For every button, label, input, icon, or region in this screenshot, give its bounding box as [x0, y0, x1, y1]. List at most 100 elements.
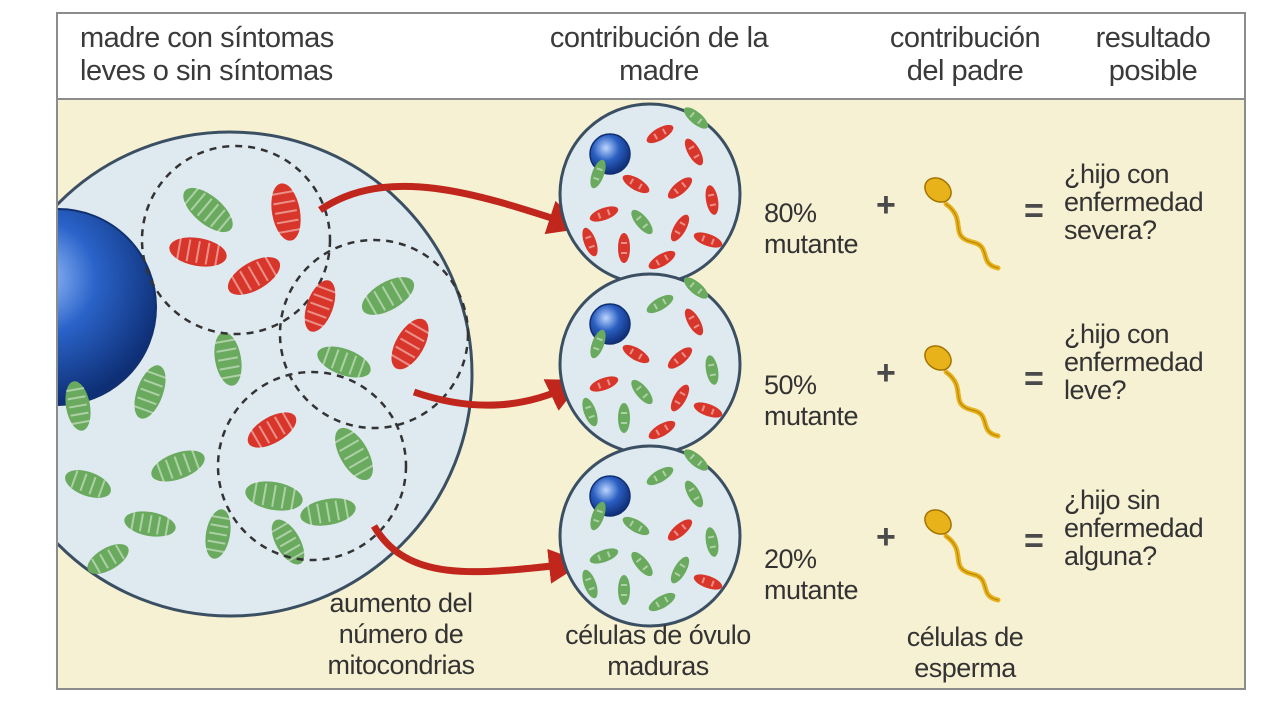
- normal-mitochondrion: [618, 403, 630, 433]
- normal-mitochondrion: [631, 379, 653, 405]
- mother-cell: [58, 130, 474, 618]
- normal-mitochondrion: [151, 449, 205, 483]
- cluster-mitochondria: [169, 183, 430, 526]
- normal-mitochondrion: [648, 592, 676, 612]
- outcome-mild: ¿hijo con enfermedad leve?: [1064, 319, 1204, 405]
- mutant-mitochondrion: [304, 280, 336, 332]
- outcome-severe: ¿hijo con enfermedad severa?: [1064, 159, 1204, 245]
- mutant-mitochondrion: [693, 402, 723, 418]
- egg-cells: [558, 102, 742, 628]
- equals-sign-1: =: [1024, 192, 1044, 230]
- normal-mitochondrion: [589, 548, 619, 564]
- sperm-cell-3: [924, 509, 1001, 603]
- header-father-contribution: contribución del padre: [889, 22, 1041, 87]
- sperm-cells: [924, 177, 1001, 603]
- mother-mitochondria: [65, 332, 305, 574]
- mutant-mitochondrion: [169, 237, 227, 267]
- normal-mitochondrion: [705, 527, 719, 557]
- normal-mitochondrion: [317, 345, 371, 379]
- mutant-mitochondrion: [667, 177, 693, 199]
- arrow-to-egg-80: [318, 182, 584, 235]
- normal-mitochondrion: [590, 159, 606, 189]
- normal-mitochondrion: [618, 575, 630, 605]
- normal-mitochondrion: [361, 276, 415, 316]
- normal-mitochondrion: [646, 294, 674, 314]
- diagram-artwork: [58, 102, 1001, 628]
- diagram-frame: madre con síntomas leves o sin síntomas …: [56, 12, 1246, 690]
- normal-mitochondrion: [582, 569, 598, 599]
- equals-sign-2: =: [1024, 360, 1044, 398]
- mutant-mitochondrion: [622, 344, 650, 364]
- egg-cell-80%: [558, 102, 742, 286]
- header-mother-symptoms: madre con síntomas leves o sin síntomas: [80, 22, 334, 87]
- mutant-mitochondrion: [589, 376, 619, 392]
- header-bar: madre con síntomas leves o sin síntomas …: [58, 14, 1244, 100]
- normal-mitochondrion: [205, 509, 231, 559]
- mutant-mitochondrion: [693, 232, 723, 248]
- plus-sign-1: +: [876, 186, 896, 224]
- mutant-mitochondrion: [247, 411, 297, 449]
- mutant-mitochondrion: [670, 214, 690, 242]
- mutant-mitochondrion: [648, 420, 676, 440]
- egg-cell-50%: [558, 272, 742, 456]
- egg-cell-20%: [558, 444, 742, 628]
- mutant-mitochondrion: [618, 233, 630, 263]
- cluster-high-mutant: [140, 144, 332, 336]
- normal-mitochondrion: [590, 329, 606, 359]
- mutant-mitochondrion: [646, 124, 674, 144]
- plus-sign-3: +: [876, 518, 896, 556]
- normal-mitochondrion: [214, 332, 242, 386]
- normal-mitochondrion: [300, 498, 356, 526]
- normal-mitochondrion: [670, 556, 690, 584]
- mother-cell-nucleus: [58, 208, 157, 406]
- normal-mitochondrion: [334, 427, 374, 481]
- normal-mitochondrion: [183, 187, 233, 233]
- normal-mitochondrion: [65, 470, 111, 498]
- normal-mitochondrion: [124, 511, 176, 537]
- arrow-to-egg-20: [370, 524, 584, 584]
- mutant-mitochondrion: [271, 183, 301, 241]
- normal-mitochondrion: [87, 544, 129, 574]
- normal-mitochondrion: [683, 277, 709, 299]
- mutant-mitochondrion: [589, 206, 619, 222]
- cluster-medium-mutant: [278, 238, 470, 430]
- mutant-mitochondrion: [693, 574, 723, 590]
- plus-sign-2: +: [876, 354, 896, 392]
- mutant-mitochondrion: [684, 138, 704, 166]
- sperm-cell-1: [924, 177, 1001, 271]
- mutant-mitochondrion: [705, 185, 719, 215]
- row2-percent-label: 50% mutante: [764, 370, 859, 431]
- normal-mitochondrion: [683, 449, 709, 471]
- label-sperm-cells: células de esperma: [906, 622, 1024, 683]
- normal-mitochondrion: [631, 551, 653, 577]
- normal-mitochondrion: [684, 480, 704, 508]
- mutant-mitochondrion: [684, 308, 704, 336]
- mutant-mitochondrion: [670, 384, 690, 412]
- normal-mitochondrion: [683, 107, 709, 129]
- mutant-mitochondrion: [667, 347, 693, 369]
- normal-mitochondrion: [631, 209, 653, 235]
- equals-sign-3: =: [1024, 522, 1044, 560]
- cluster-low-mutant: [216, 370, 408, 562]
- normal-mitochondrion: [271, 519, 305, 565]
- label-mature-egg-cells: células de óvulo maduras: [565, 620, 751, 681]
- row3-percent-label: 20% mutante: [764, 544, 859, 605]
- mutant-mitochondrion: [227, 256, 281, 296]
- outcome-none: ¿hijo sin enfermedad alguna?: [1064, 485, 1204, 571]
- mutant-mitochondrion: [390, 318, 430, 370]
- row1-percent-label: 80% mutante: [764, 198, 859, 259]
- normal-mitochondrion: [590, 501, 606, 531]
- normal-mitochondrion: [582, 397, 598, 427]
- sperm-cell-2: [924, 345, 1001, 439]
- label-mitochondria-increase: aumento del número de mitocondrias: [327, 588, 475, 680]
- normal-mitochondrion: [133, 365, 167, 419]
- mutant-mitochondrion: [667, 519, 693, 541]
- normal-mitochondrion: [622, 516, 650, 536]
- normal-mitochondrion: [65, 381, 91, 431]
- mutant-mitochondrion: [622, 174, 650, 194]
- normal-mitochondrion: [245, 481, 303, 511]
- normal-mitochondrion: [646, 466, 674, 486]
- header-possible-result: resultado posible: [1095, 22, 1211, 87]
- header-mother-contribution: contribución de la madre: [549, 22, 769, 87]
- mutant-mitochondrion: [648, 250, 676, 270]
